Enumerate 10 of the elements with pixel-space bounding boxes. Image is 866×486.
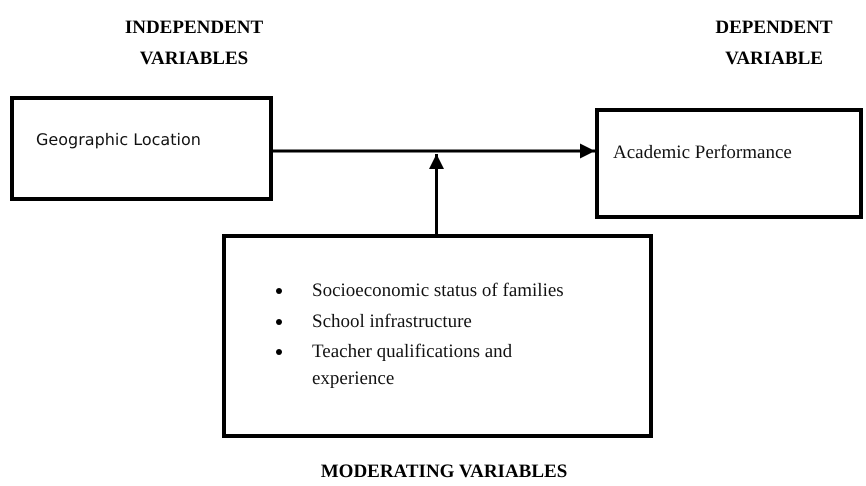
arrow (429, 154, 444, 234)
heading: MODERATING VARIABLES (320, 460, 568, 484)
variable-label: Academic Performance (613, 142, 792, 164)
variable-label: Geographic Location (36, 130, 201, 149)
heading: DEPENDENT VARIABLE (714, 16, 834, 72)
arrow (273, 144, 595, 158)
bullet-item: Teacher qualifications and experience (274, 339, 584, 392)
bullet-item: School infrastructure (274, 308, 584, 336)
heading: INDEPENDENT VARIABLES (124, 16, 264, 72)
bullet-item: Socioeconomic status of families (274, 278, 584, 305)
